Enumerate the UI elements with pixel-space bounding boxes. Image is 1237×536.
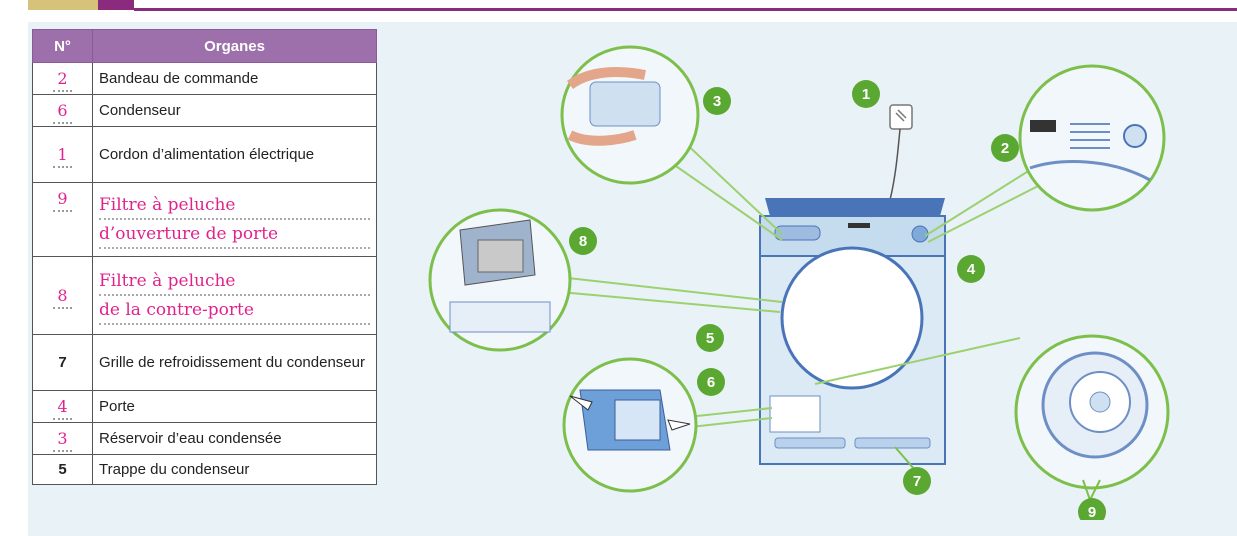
callout-8: 8 (569, 227, 597, 255)
header-number: N° (32, 29, 93, 63)
header-tab-accent (98, 0, 134, 10)
table-row: 6 Condenseur (32, 94, 377, 127)
row-organ: Filtre à peluche de la contre-porte (92, 256, 377, 335)
row-number: 1 (53, 145, 72, 168)
svg-text:8: 8 (579, 233, 587, 250)
callout-5: 5 (696, 324, 724, 352)
svg-text:3: 3 (713, 93, 721, 110)
detail-circle-door-filter (428, 208, 572, 352)
header-bar (0, 0, 1237, 22)
table-row: 7 Grille de refroidissement du condenseu… (32, 334, 377, 391)
header-rule (134, 8, 1237, 11)
row-number: 4 (53, 397, 72, 420)
svg-text:2: 2 (1001, 140, 1009, 157)
row-organ: Cordon d’alimentation électrique (92, 126, 377, 183)
callouts: 1 2 3 4 5 6 7 8 9 (569, 80, 1106, 520)
row-organ: Filtre à peluche d’ouverture de porte (92, 182, 377, 257)
header-tab-decor (28, 0, 98, 10)
svg-text:4: 4 (967, 261, 976, 278)
table-row: 3 Réservoir d’eau condensée (32, 422, 377, 455)
row-organ-line: d’ouverture de porte (99, 220, 370, 249)
row-number: 5 (58, 461, 67, 478)
row-number: 8 (53, 286, 72, 309)
table-row: 4 Porte (32, 390, 377, 423)
svg-text:1: 1 (862, 86, 870, 103)
detail-circle-condenser (562, 357, 698, 493)
row-organ: Réservoir d’eau condensée (92, 422, 377, 455)
row-organ: Bandeau de commande (92, 62, 377, 95)
row-number: 7 (58, 354, 67, 371)
pointer-lines (549, 137, 1041, 433)
pointer-seven (894, 446, 916, 471)
organs-table: N° Organes 2 Bandeau de commande 6 Conde… (32, 29, 377, 485)
dryer-illustration: 1 2 3 4 5 6 7 8 9 (428, 45, 1170, 520)
row-number: 3 (53, 429, 72, 452)
detail-circle-tank (560, 45, 700, 185)
detail-circle-drum (1014, 334, 1170, 490)
svg-text:6: 6 (707, 374, 715, 391)
row-organ: Trappe du condenseur (92, 454, 377, 485)
callout-3: 3 (703, 87, 731, 115)
row-organ: Grille de refroidissement du condenseur (92, 334, 377, 391)
row-number: 2 (53, 69, 72, 92)
table-row: 9 Filtre à peluche d’ouverture de porte (32, 182, 377, 257)
callout-4: 4 (957, 255, 985, 283)
dryer-body (759, 198, 946, 465)
row-organ: Condenseur (92, 94, 377, 127)
row-organ-line: Filtre à peluche (99, 267, 370, 296)
table-row: 2 Bandeau de commande (32, 62, 377, 95)
callout-7: 7 (903, 467, 931, 495)
row-organ-line: de la contre-porte (99, 296, 370, 325)
svg-text:9: 9 (1088, 504, 1096, 520)
detail-circle-panel (1018, 64, 1166, 212)
row-organ-line: Filtre à peluche (99, 191, 370, 220)
callout-6: 6 (697, 368, 725, 396)
svg-text:5: 5 (706, 330, 714, 347)
header-organs: Organes (92, 29, 377, 63)
table-row: 8 Filtre à peluche de la contre-porte (32, 256, 377, 335)
callout-1: 1 (852, 80, 880, 108)
row-number: 6 (53, 101, 72, 124)
table-row: 5 Trappe du condenseur (32, 454, 377, 485)
callout-2: 2 (991, 134, 1019, 162)
svg-text:7: 7 (913, 473, 921, 490)
row-number: 9 (53, 189, 72, 212)
row-organ: Porte (92, 390, 377, 423)
callout-9: 9 (1078, 498, 1106, 520)
power-socket-icon (889, 104, 913, 201)
table-row: 1 Cordon d’alimentation électrique (32, 126, 377, 183)
